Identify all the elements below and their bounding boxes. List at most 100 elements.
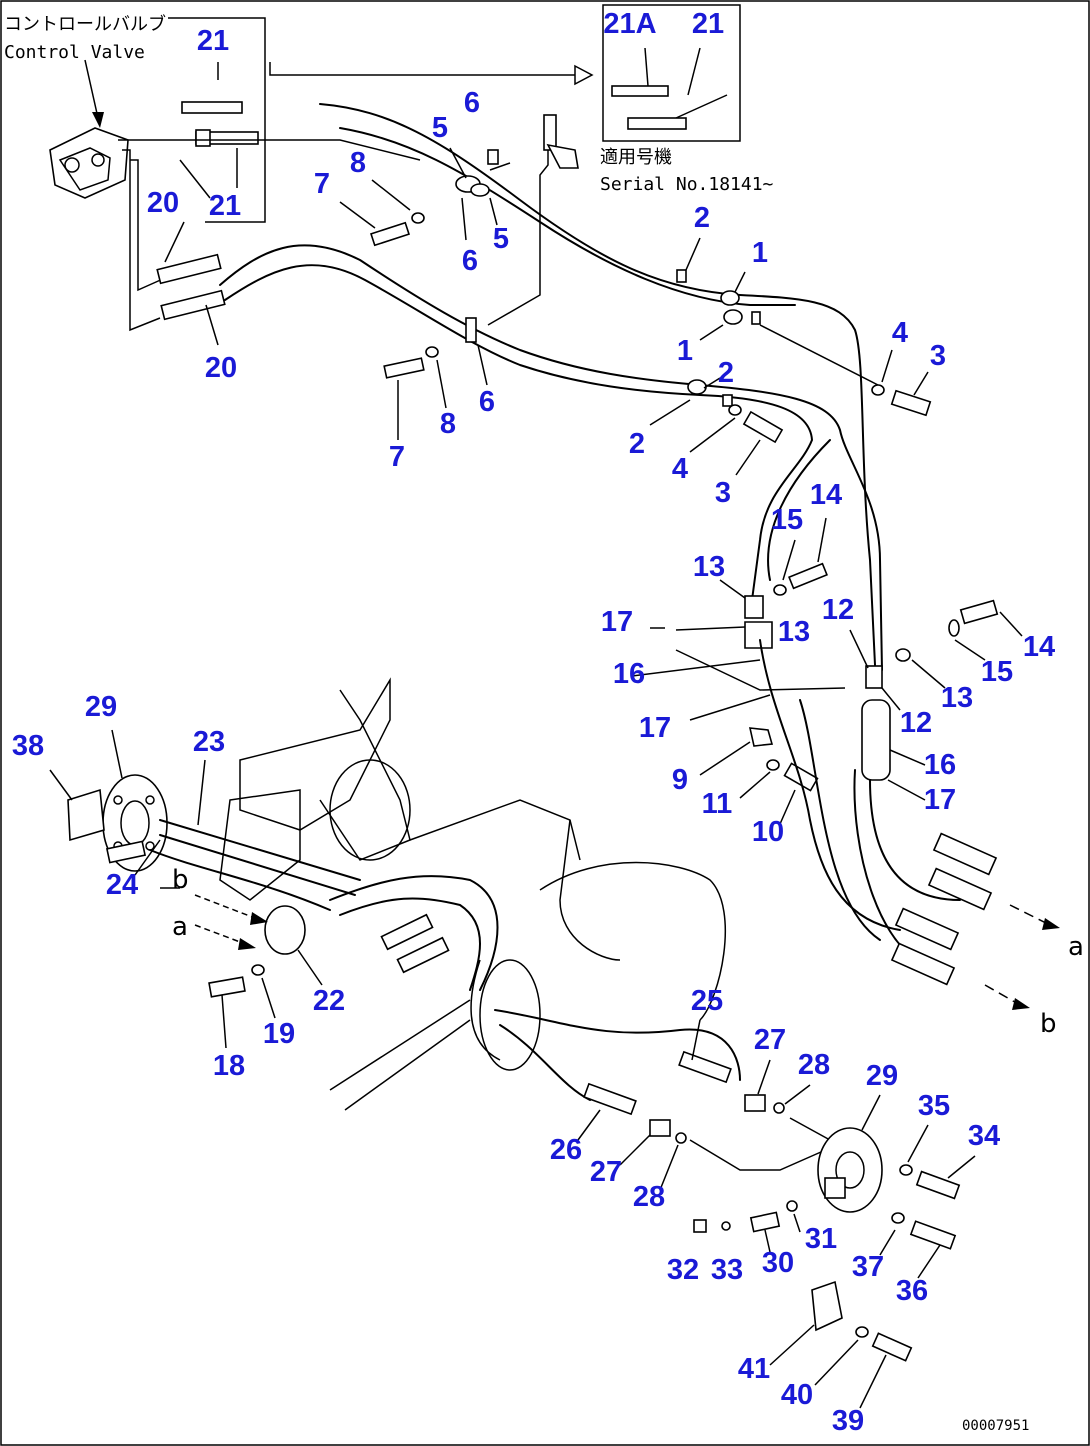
leader-20-b — [205, 304, 219, 346]
callout-33: 33 — [711, 1254, 743, 1286]
callout-6: 6 — [462, 245, 478, 277]
arrow-a-left-label: a — [172, 912, 188, 942]
valve-line-left-a — [122, 149, 161, 332]
bolt-21-inset-b — [195, 129, 259, 188]
callout-13: 13 — [941, 682, 973, 714]
connector-27-o-ring-28-lower — [619, 1119, 687, 1191]
callout-16: 16 — [613, 658, 645, 690]
cylinder-16-left — [631, 621, 846, 721]
callout-15: 15 — [981, 656, 1013, 688]
callout-8: 8 — [350, 147, 366, 179]
leader-20-a — [164, 221, 185, 263]
callout-6: 6 — [464, 87, 480, 119]
cylinder-16-right — [861, 699, 926, 801]
inset-link-arrow — [574, 64, 594, 86]
drawing-id-label: 00007951 — [962, 1418, 1029, 1434]
callout-27: 27 — [590, 1156, 622, 1188]
callout-28: 28 — [798, 1049, 830, 1081]
clamp-2-lower — [649, 377, 733, 426]
callout-20: 20 — [147, 187, 179, 219]
callout-14: 14 — [1023, 631, 1055, 663]
clamp-1-2-upper — [676, 237, 879, 386]
fitting-13-left — [719, 579, 764, 619]
hose-end-b — [890, 907, 1030, 1010]
bolt-36-washer-37 — [879, 1212, 957, 1279]
callout-21: 21 — [197, 25, 229, 57]
applicable-serial-jp-label: 適用号機 — [600, 147, 672, 168]
callout-18: 18 — [213, 1050, 245, 1082]
clamp-9-bolt-10-washer-11 — [699, 727, 819, 825]
connector-27-o-ring-28-upper — [744, 1059, 811, 1114]
bolt-7-washer-8-low — [383, 346, 447, 440]
callout-25: 25 — [691, 985, 723, 1017]
callout-35: 35 — [918, 1090, 950, 1122]
callout-36: 36 — [896, 1275, 928, 1307]
callout-11: 11 — [702, 788, 733, 820]
bolt-34-washer-35 — [899, 1124, 976, 1200]
tube-cross — [767, 439, 831, 581]
callout-5: 5 — [432, 112, 448, 144]
valve-line-left-b — [130, 159, 166, 292]
sensor-41-washer-40-bolt-39 — [769, 1280, 913, 1409]
tube-26 — [499, 1024, 591, 1101]
clamp-6-low — [465, 317, 488, 386]
callout-24: 24 — [106, 869, 138, 901]
tube-lower-a — [219, 244, 883, 671]
bleeder-30-33-ring-31-cap-32 — [693, 1200, 801, 1253]
callout-17: 17 — [601, 606, 633, 638]
hose-25 — [678, 1019, 732, 1084]
callout-22: 22 — [313, 985, 345, 1017]
fitting-12-right — [849, 629, 901, 711]
callout-6: 6 — [479, 386, 495, 418]
tube-25 — [494, 1009, 741, 1081]
bolt-14-washer-15-left — [773, 517, 828, 596]
callout-40: 40 — [781, 1379, 813, 1411]
axle-assembly-outline — [219, 677, 727, 1111]
callout-13: 13 — [778, 616, 810, 648]
tube-lower-b — [224, 264, 813, 601]
callout-14: 14 — [810, 479, 842, 511]
union-22-bolt-18-washer-19 — [160, 887, 323, 1049]
callout-29: 29 — [866, 1060, 898, 1092]
callout-10: 10 — [752, 816, 784, 848]
callout-29: 29 — [85, 691, 117, 723]
hose-20-lower — [160, 289, 226, 321]
callout-19: 19 — [263, 1018, 295, 1050]
callout-13: 13 — [693, 551, 725, 583]
valve-line-upper — [118, 139, 421, 161]
callout-3: 3 — [715, 477, 731, 509]
callout-8: 8 — [440, 408, 456, 440]
brake-feed-lower — [689, 1139, 831, 1171]
tube-to-b-2 — [799, 699, 881, 941]
callout-7: 7 — [389, 441, 405, 473]
inset-link-line — [269, 62, 575, 76]
callout-2: 2 — [694, 202, 710, 234]
callout-2: 2 — [718, 357, 734, 389]
tubes-23-24 — [105, 759, 361, 911]
callout-3: 3 — [930, 340, 946, 372]
sensor-38 — [49, 769, 105, 842]
callout-21A: 21A — [603, 8, 656, 40]
callout-17: 17 — [639, 712, 671, 744]
callout-34: 34 — [968, 1120, 1000, 1152]
bolt-3-washer-4-lower — [689, 404, 784, 476]
clamp-6-top — [487, 114, 579, 171]
callout-21: 21 — [209, 190, 241, 222]
serial-number-label: Serial No.18141~ — [600, 174, 774, 195]
callout-1: 1 — [752, 237, 768, 269]
tube-to-b-3 — [759, 639, 901, 931]
tube-to-a-1 — [869, 779, 961, 901]
clamp-5-6-mid — [449, 147, 498, 241]
callout-15: 15 — [771, 504, 803, 536]
hose-end-a — [927, 832, 1060, 930]
callout-31: 31 — [805, 1223, 837, 1255]
callout-12: 12 — [822, 594, 854, 626]
callout-20: 20 — [205, 352, 237, 384]
callout-39: 39 — [832, 1405, 864, 1437]
callout-4: 4 — [892, 317, 908, 349]
clamp-bracket-line — [487, 140, 549, 326]
hose-20-upper — [156, 253, 222, 285]
